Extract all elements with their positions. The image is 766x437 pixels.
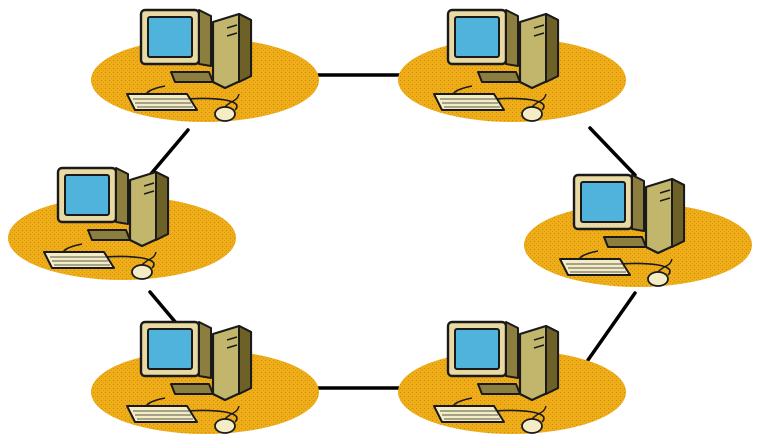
network-node <box>524 175 752 287</box>
network-link <box>150 130 188 175</box>
network-link <box>590 128 635 175</box>
network-link <box>588 293 635 360</box>
network-node <box>398 322 626 434</box>
network-node <box>398 10 626 122</box>
network-node <box>91 10 319 122</box>
network-node <box>91 322 319 434</box>
network-node <box>8 168 236 280</box>
